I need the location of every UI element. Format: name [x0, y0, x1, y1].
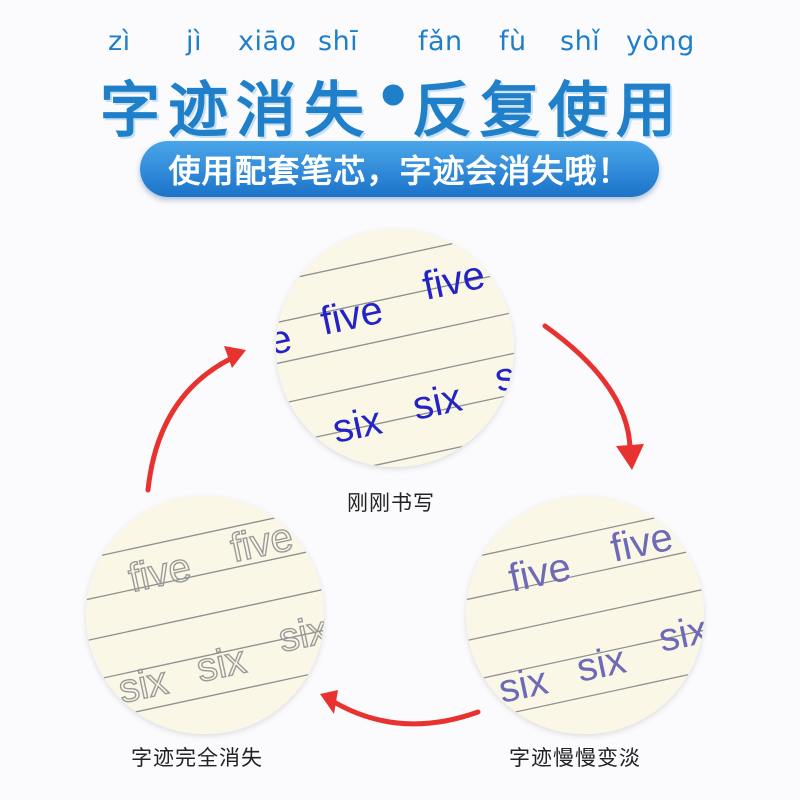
caption-disappeared: 字迹完全消失 — [131, 746, 263, 770]
title-char-4: 失 — [304, 76, 364, 146]
pinyin-zi: zì — [108, 26, 131, 57]
word-six-2: six — [193, 638, 250, 691]
caption-just-written: 刚刚书写 — [347, 491, 435, 515]
stage-fading: five five six six six — [466, 496, 712, 734]
page-title: 字 迹 消 失 • 反 复 使 用 — [0, 62, 800, 146]
title-char-2: 迹 — [168, 76, 228, 146]
pinyin-xiao: xiāo — [238, 26, 297, 57]
pinyin-shi: shī — [318, 26, 359, 57]
arrow-right-to-left — [320, 690, 481, 727]
title-char-3: 消 — [236, 76, 296, 146]
stage-just-written: five five e six six s — [276, 229, 514, 467]
arrow-top-to-right — [542, 323, 644, 470]
pinyin-fu: fù — [499, 26, 527, 57]
info-banner: 使用配套笔芯，字迹会消失哦！ — [140, 141, 659, 197]
title-char-6: 复 — [480, 76, 540, 146]
word-six: six — [329, 399, 386, 452]
word-six-2: six — [573, 638, 630, 691]
title-separator: • — [374, 62, 413, 132]
arrow-left-to-top — [145, 346, 246, 493]
word-six-partial: six — [275, 608, 332, 661]
caption-fading: 字迹慢慢变淡 — [509, 746, 641, 770]
pinyin-shi2: shǐ — [560, 26, 601, 57]
title-char-1: 字 — [100, 76, 160, 146]
pinyin-fan: fǎn — [418, 26, 463, 57]
title-char-7: 使 — [548, 76, 608, 146]
title-char-8: 用 — [616, 76, 676, 146]
pinyin-row: zì jì xiāo shī fǎn fù shǐ yòng — [0, 26, 800, 66]
title-char-5: 反 — [412, 76, 472, 146]
stage-disappeared: five five six six six — [86, 496, 332, 734]
pinyin-ji: jì — [186, 26, 203, 57]
pinyin-yong: yòng — [626, 26, 695, 57]
word-six-partial: six — [655, 608, 712, 661]
word-six-2: six — [409, 376, 466, 429]
